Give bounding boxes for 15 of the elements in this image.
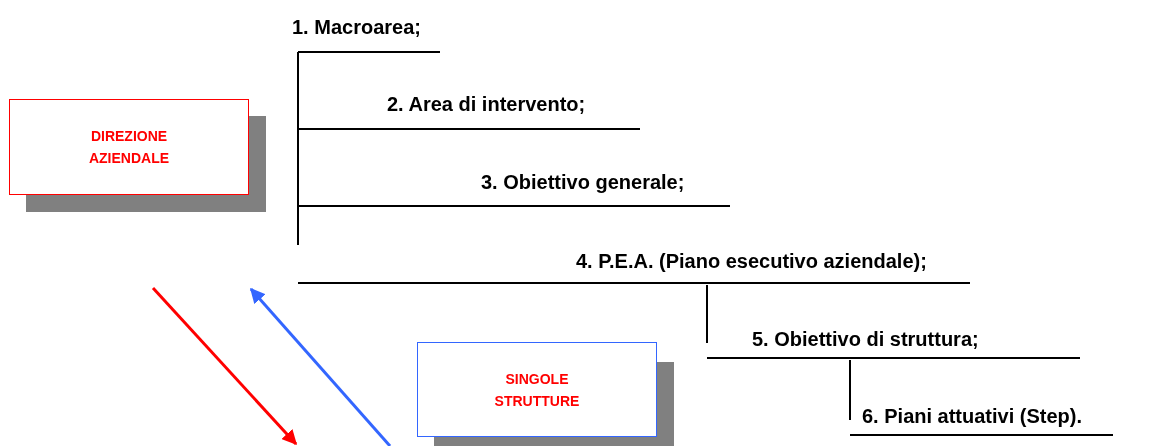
tree-connector [849,359,851,421]
unit-box [417,342,657,437]
underlined-label: 3. Obiettivo generale; [298,169,730,207]
tree-connector [706,284,708,344]
tree-connector [297,205,299,246]
tree-connector [297,128,299,207]
underlined-label: 1. Macroarea; [292,14,440,53]
underlined-label: 6. Piani attuativi (Step). [850,403,1113,436]
underlined-label: 4. P.E.A. (Piano esecutivo aziendale); [298,248,970,284]
box-label: DIREZIONE AZIENDALE [87,127,171,168]
underlined-label: 2. Area di intervento; [298,91,640,130]
box-label: SINGOLE STRUTTURE [493,369,581,411]
underlined-label: 5. Obiettivo di struttura; [707,326,1080,359]
tree-connector [297,51,299,130]
unit-box [9,99,249,195]
